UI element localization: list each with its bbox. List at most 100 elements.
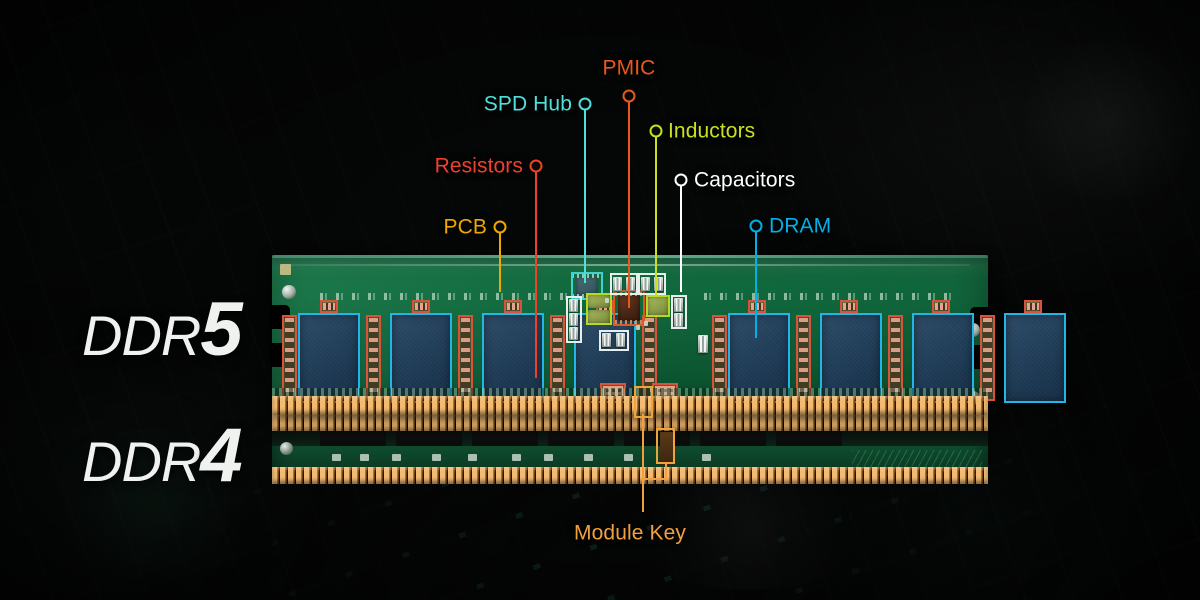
ddr4-smd [702,454,711,461]
inductor [648,297,668,315]
test-pad-block [654,385,676,397]
capacitor [641,277,650,291]
ddr4-module-key-notch [660,432,673,466]
dram-chip [1006,315,1064,401]
capacitor [569,299,578,312]
callout-dot-inductors[interactable] [649,124,663,138]
callout-leader-dram [755,226,757,338]
callout-leader-inductors [655,131,657,297]
wordmark-ddr5-prefix: DDR [82,304,201,367]
smd-component [636,325,640,330]
dram-chip [730,315,788,401]
callout-label-pcb[interactable]: PCB [443,215,487,239]
ddr4-contact-pins-bottom [272,467,988,484]
resistor-pack [934,302,948,311]
callout-dot-spd-hub[interactable] [578,97,592,111]
ddr5-corner-pad [280,264,291,275]
capacitor [626,277,635,291]
callout-leader-pmic [628,96,630,308]
resistor-array [460,317,471,399]
resistor-array [644,317,655,399]
resistor-pack [414,302,428,311]
resistor-array [798,317,809,399]
wordmark-ddr4-prefix: DDR [82,430,201,493]
module-key-leader-horizontal [643,478,666,480]
dram-chip [484,315,542,401]
callout-label-spd-hub[interactable]: SPD Hub [483,92,572,116]
smd-component [644,321,648,326]
capacitor [569,327,578,340]
module-key-leader-vertical [642,414,644,512]
ddr4-smd [584,454,593,461]
callout-dot-dram[interactable] [749,219,763,233]
resistor-array [284,317,295,399]
resistor-pack [322,302,336,311]
capacitor [698,335,708,353]
callout-leader-pcb [499,227,501,292]
smd-component [605,298,609,303]
inductor [588,310,610,323]
pmic-chip [618,295,640,321]
callout-leader-spd-hub [584,104,586,283]
ddr4-smd [360,454,369,461]
resistor-array [552,317,563,399]
wordmark-ddr4: DDR4 [82,418,243,494]
ddr5-silkscreen-dots-left [320,293,570,300]
resistor-array [714,317,725,399]
callout-label-pmic[interactable]: PMIC [602,56,656,80]
ddr4-mount-hole [280,442,293,455]
test-pad-block [602,385,624,397]
capacitor [569,313,578,326]
wordmark-ddr5-number: 5 [200,287,242,372]
dram-chip [914,315,972,401]
resistor-pack [1026,302,1040,311]
callout-label-capacitors[interactable]: Capacitors [694,168,796,192]
ddr5-silkscreen-line [290,264,970,266]
capacitor [613,277,622,291]
callout-label-resistors[interactable]: Resistors [434,154,523,178]
resistor-array [368,317,379,399]
ddr5-pcb-top-edge [272,255,988,258]
ddr5-pin-silkscreen [272,388,988,396]
module-key-highlight-ddr4 [656,428,675,464]
callout-dot-pmic[interactable] [622,89,636,103]
wordmark-ddr5: DDR5 [82,292,243,368]
callout-label-module-key[interactable]: Module Key [574,521,686,545]
capacitor [602,333,611,347]
ddr4-smd [544,454,553,461]
dram-chip [822,315,880,401]
resistor-array [890,317,901,399]
capacitor [616,333,625,347]
ddr4-smd [624,454,633,461]
ddr5-silkscreen-dots-right [704,293,956,300]
resistor-array [982,317,993,399]
callout-dot-resistors[interactable] [529,159,543,173]
ddr4-smd [468,454,477,461]
ddr4-smd [332,454,341,461]
ddr4-smd [512,454,521,461]
resistor-pack [842,302,856,311]
callout-leader-capacitors [680,180,682,292]
capacitor [674,313,683,327]
inductor [588,295,610,308]
ddr4-smd [392,454,401,461]
dram-chip [300,315,358,401]
capacitor [674,298,683,312]
ddr4-smd [432,454,441,461]
spd-hub-chip [576,277,598,295]
wordmark-ddr4-number: 4 [200,413,242,498]
callout-label-dram[interactable]: DRAM [769,214,832,238]
ddr5-mount-hole-left [282,285,296,299]
callout-leader-resistors [535,166,537,378]
callout-dot-capacitors[interactable] [674,173,688,187]
ddr4-contact-pins-top [272,414,988,431]
capacitor [654,277,663,291]
callout-label-inductors[interactable]: Inductors [668,119,756,143]
resistor-pack [506,302,520,311]
ddr5-contact-pins [272,396,988,415]
resistor-pack [750,302,764,311]
callout-dot-pcb[interactable] [493,220,507,234]
module-key-leader-branch [665,462,667,480]
